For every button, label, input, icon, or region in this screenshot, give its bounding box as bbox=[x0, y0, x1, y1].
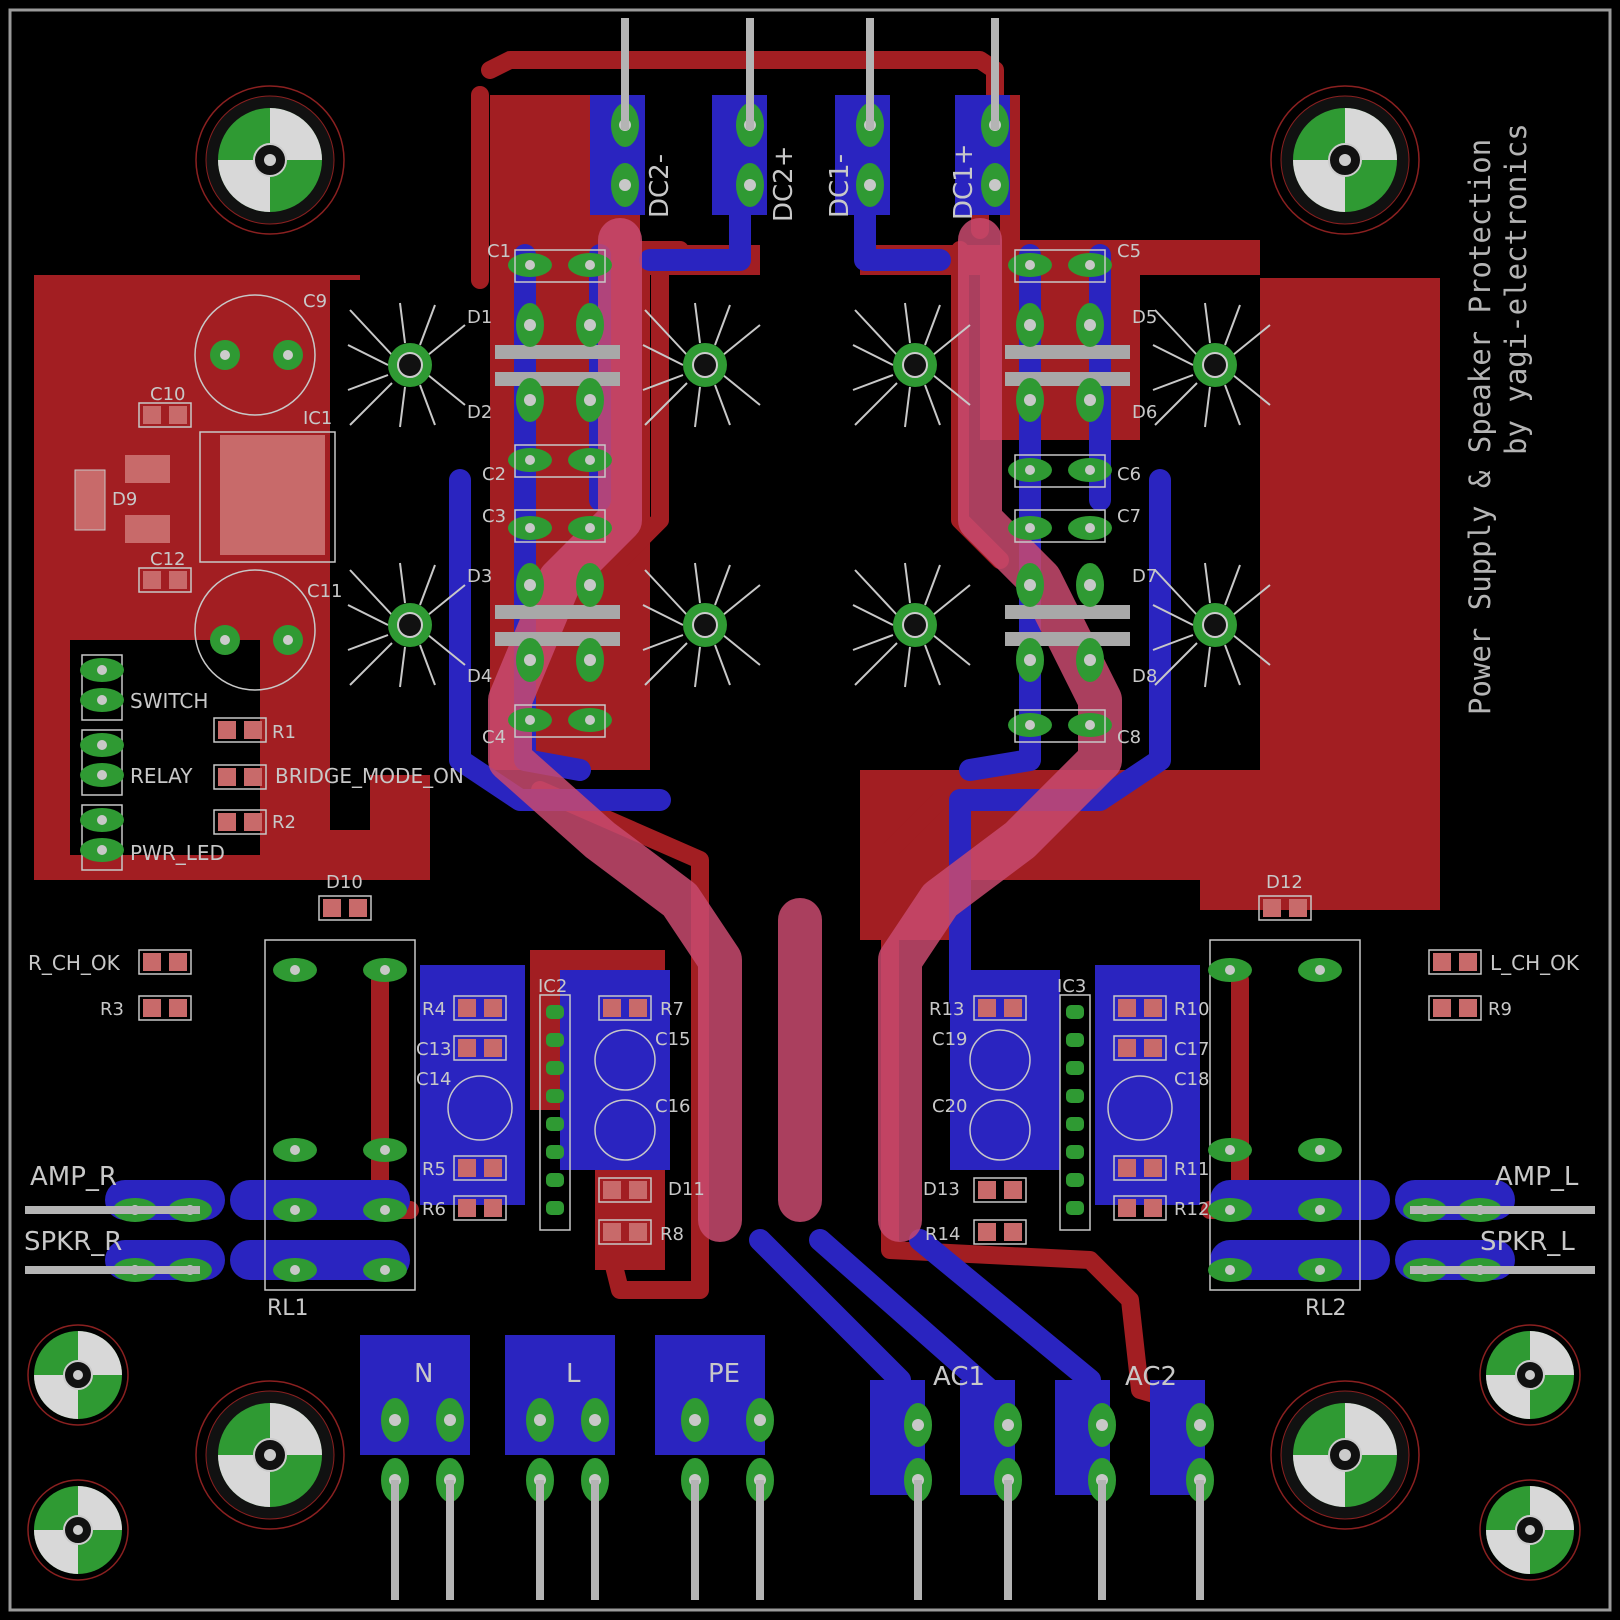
label-d3: D3 bbox=[467, 566, 492, 587]
label-d9: D9 bbox=[112, 489, 137, 510]
component-outlines bbox=[81, 249, 1361, 1291]
label-r2: R2 bbox=[272, 812, 296, 833]
label-rl1: RL1 bbox=[267, 1296, 309, 1321]
label-r6: R6 bbox=[422, 1199, 446, 1220]
label-c13: C13 bbox=[416, 1039, 451, 1060]
label-r4: R4 bbox=[422, 999, 446, 1020]
connector-labels: DC2- DC2+ DC1- DC1+ N L PE AC1 AC2 AMP_R… bbox=[24, 143, 1580, 1392]
mount-hole-bottom-left bbox=[195, 1380, 345, 1530]
label-d13: D13 bbox=[923, 1179, 960, 1200]
side-wire-leads bbox=[25, 1206, 1595, 1274]
mount-hole-small-2 bbox=[27, 1479, 129, 1581]
label-c4: C4 bbox=[482, 727, 506, 748]
title-line2: by yagi-electronics bbox=[1499, 123, 1533, 455]
label-ic1: IC1 bbox=[303, 408, 332, 429]
dc-wire-leads bbox=[621, 18, 999, 130]
label-r14: R14 bbox=[925, 1224, 960, 1245]
label-c5: C5 bbox=[1117, 241, 1141, 262]
label-ac2: AC2 bbox=[1125, 1362, 1177, 1392]
label-d4: D4 bbox=[467, 666, 492, 687]
label-r9: R9 bbox=[1488, 999, 1512, 1020]
label-d8: D8 bbox=[1132, 666, 1157, 687]
label-c3: C3 bbox=[482, 506, 506, 527]
label-c10: C10 bbox=[150, 384, 185, 405]
label-r3: R3 bbox=[100, 999, 124, 1020]
label-amp-r: AMP_R bbox=[30, 1162, 117, 1192]
label-c1: C1 bbox=[487, 241, 511, 262]
mount-hole-small-1 bbox=[27, 1324, 129, 1426]
board-title: Power Supply & Speaker Protection by yag… bbox=[1463, 123, 1533, 715]
label-l-ch-ok: L_CH_OK bbox=[1490, 951, 1580, 975]
label-relay: RELAY bbox=[130, 764, 193, 788]
label-d10: D10 bbox=[326, 872, 363, 893]
small-electrolytics bbox=[447, 1029, 1173, 1161]
label-r10: R10 bbox=[1174, 999, 1209, 1020]
label-c9: C9 bbox=[303, 291, 327, 312]
label-dc2-plus: DC2+ bbox=[769, 145, 799, 222]
label-c18: C18 bbox=[1174, 1069, 1209, 1090]
ic1-regulator bbox=[74, 435, 325, 555]
label-r-ch-ok: R_CH_OK bbox=[28, 951, 121, 975]
label-c7: C7 bbox=[1117, 506, 1141, 527]
label-ic3: IC3 bbox=[1057, 976, 1086, 997]
mount-hole-small-3 bbox=[1479, 1324, 1581, 1426]
label-amp-l: AMP_L bbox=[1495, 1162, 1579, 1192]
component-designators: C1 C2 C3 C4 C5 C6 C7 C8 C9 C10 C11 C12 C… bbox=[100, 241, 1512, 1321]
label-d1: D1 bbox=[467, 307, 492, 328]
label-dc1-plus: DC1+ bbox=[949, 143, 979, 220]
ic-pins bbox=[546, 1005, 1084, 1215]
label-spkr-r: SPKR_R bbox=[24, 1227, 122, 1257]
label-l: L bbox=[566, 1359, 581, 1389]
label-d6: D6 bbox=[1132, 402, 1157, 423]
label-d5: D5 bbox=[1132, 307, 1157, 328]
electrolytic-pads-left bbox=[210, 340, 303, 655]
label-c19: C19 bbox=[932, 1029, 967, 1050]
label-n: N bbox=[414, 1359, 433, 1389]
label-r1: R1 bbox=[272, 722, 296, 743]
mount-hole-top-right bbox=[1270, 85, 1420, 235]
label-c14: C14 bbox=[416, 1069, 451, 1090]
label-c12: C12 bbox=[150, 549, 185, 570]
label-r13: R13 bbox=[929, 999, 964, 1020]
label-c15: C15 bbox=[655, 1029, 690, 1050]
label-spkr-l: SPKR_L bbox=[1480, 1227, 1575, 1257]
label-r8: R8 bbox=[660, 1224, 684, 1245]
label-d12: D12 bbox=[1266, 872, 1303, 893]
label-c2: C2 bbox=[482, 464, 506, 485]
mount-hole-bottom-right bbox=[1270, 1380, 1420, 1530]
label-d7: D7 bbox=[1132, 566, 1157, 587]
label-d2: D2 bbox=[467, 402, 492, 423]
label-d11: D11 bbox=[668, 1179, 705, 1200]
label-c8: C8 bbox=[1117, 727, 1141, 748]
label-ac1: AC1 bbox=[933, 1362, 985, 1392]
label-pwr-led: PWR_LED bbox=[130, 841, 225, 865]
label-c16: C16 bbox=[655, 1096, 690, 1117]
label-c20: C20 bbox=[932, 1096, 967, 1117]
label-c11: C11 bbox=[307, 581, 342, 602]
label-r12: R12 bbox=[1174, 1199, 1209, 1220]
label-r11: R11 bbox=[1174, 1159, 1209, 1180]
top-copper-pour-right bbox=[860, 95, 1440, 940]
label-ic2: IC2 bbox=[538, 976, 567, 997]
label-dc1-minus: DC1- bbox=[825, 154, 855, 218]
label-r5: R5 bbox=[422, 1159, 446, 1180]
label-dc2-minus: DC2- bbox=[645, 154, 675, 218]
label-r7: R7 bbox=[660, 999, 684, 1020]
mount-hole-small-4 bbox=[1479, 1479, 1581, 1581]
bottom-wire-leads bbox=[391, 1480, 1204, 1600]
label-c17: C17 bbox=[1174, 1039, 1209, 1060]
board-outline bbox=[8, 8, 1612, 1612]
label-c6: C6 bbox=[1117, 464, 1141, 485]
label-bridge-mode-on: BRIDGE_MODE_ON bbox=[275, 764, 464, 788]
overlap-bus-traces bbox=[488, 218, 1122, 1242]
label-pe: PE bbox=[708, 1359, 740, 1389]
mount-hole-top-left bbox=[195, 85, 345, 235]
label-switch: SWITCH bbox=[130, 689, 208, 713]
label-rl2: RL2 bbox=[1305, 1296, 1347, 1321]
title-line1: Power Supply & Speaker Protection bbox=[1463, 139, 1497, 715]
